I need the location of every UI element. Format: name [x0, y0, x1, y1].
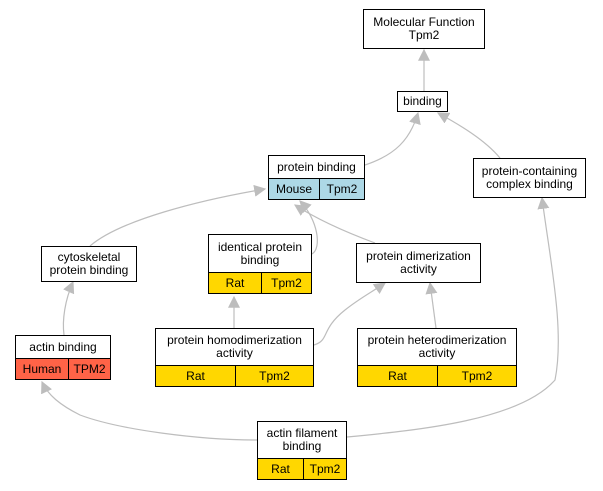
gene-cell: Tpm2 — [303, 459, 346, 479]
gene-cell: Tpm2 — [319, 179, 364, 199]
node-identical-protein-binding[interactable]: identical protein binding Rat Tpm2 — [208, 234, 312, 294]
annotation-row: Mouse Tpm2 — [269, 178, 364, 199]
node-title: protein heterodimerization activity — [367, 333, 507, 360]
annotation-row: Human TPM2 — [16, 358, 110, 379]
gene-cell: Tpm2 — [235, 366, 313, 386]
gene-cell: Tpm2 — [437, 366, 516, 386]
node-title: protein-containing complex binding — [481, 164, 578, 191]
node-title: identical protein binding — [217, 239, 303, 267]
edge-protein-binding-to-binding — [364, 111, 421, 166]
annotation-row: Rat Tpm2 — [156, 365, 313, 386]
edge-heterodimerization-to-dimerization — [425, 281, 438, 329]
gene-cell: TPM2 — [68, 359, 110, 379]
node-molecular-function[interactable]: Molecular Function Tpm2 — [363, 9, 485, 49]
annotation-row: Rat Tpm2 — [258, 458, 346, 479]
annotation-row: Rat Tpm2 — [209, 272, 311, 293]
node-title: protein binding — [277, 159, 356, 174]
edge-actin-filament-to-actin-binding — [41, 380, 258, 441]
edge-actin-binding-to-cytoskeletal — [62, 280, 75, 336]
species-cell: Mouse — [269, 179, 319, 199]
node-title: protein dimerization activity — [366, 249, 471, 276]
node-actin-binding[interactable]: actin binding Human TPM2 — [15, 335, 111, 380]
gene-cell: Tpm2 — [261, 273, 311, 293]
node-protein-binding[interactable]: protein binding Mouse Tpm2 — [268, 155, 365, 200]
edge-actin-filament-to-protein-complex-binding — [346, 196, 559, 438]
node-title: actin filament binding — [266, 426, 338, 453]
node-actin-filament-binding[interactable]: actin filament binding Rat Tpm2 — [257, 421, 347, 480]
species-cell: Rat — [258, 459, 303, 479]
node-protein-heterodimerization-activity[interactable]: protein heterodimerization activity Rat … — [357, 328, 517, 387]
edge-protein-complex-binding-to-binding — [436, 112, 501, 159]
node-binding[interactable]: binding — [397, 91, 448, 112]
species-cell: Rat — [156, 366, 235, 386]
node-title: cytoskeletal protein binding — [49, 250, 129, 277]
species-cell: Rat — [358, 366, 437, 386]
annotation-row: Rat Tpm2 — [358, 365, 516, 386]
species-cell: Rat — [209, 273, 261, 293]
node-protein-containing-complex-binding[interactable]: protein-containing complex binding — [473, 158, 586, 198]
node-protein-dimerization-activity[interactable]: protein dimerization activity — [356, 243, 481, 283]
node-title: actin binding — [29, 339, 97, 354]
node-protein-homodimerization-activity[interactable]: protein homodimerization activity Rat Tp… — [155, 328, 314, 387]
species-cell: Human — [16, 359, 68, 379]
edge-homodimerization-to-dimerization — [313, 282, 386, 346]
edge-dimerization-to-protein-binding — [293, 204, 376, 244]
node-title: binding — [403, 94, 442, 108]
node-cytoskeletal-protein-binding[interactable]: cytoskeletal protein binding — [41, 246, 137, 282]
node-title: protein homodimerization activity — [167, 333, 302, 360]
edge-cytoskeletal-to-protein-binding — [89, 184, 267, 247]
node-title: Molecular Function Tpm2 — [373, 15, 475, 42]
